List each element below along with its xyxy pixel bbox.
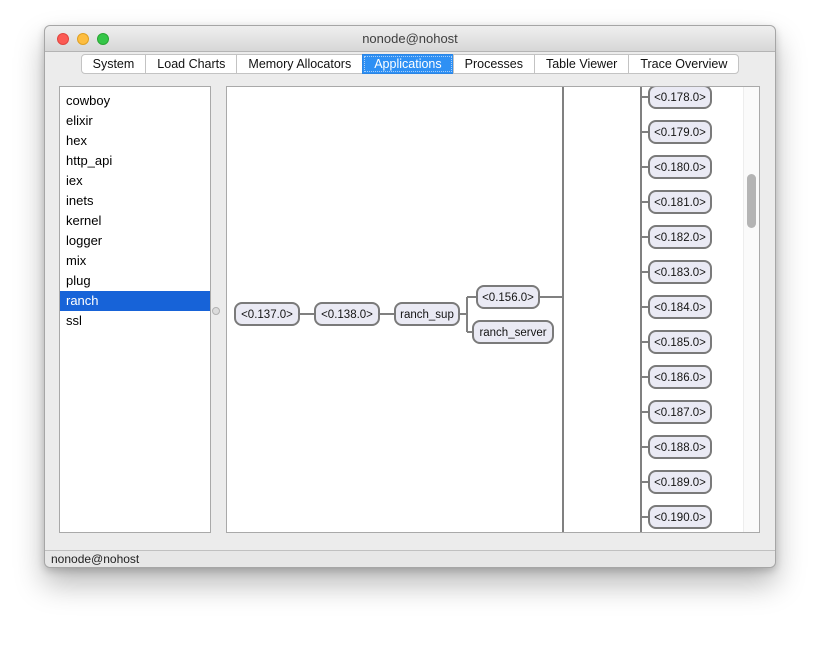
process-node-label: <0.186.0> bbox=[654, 372, 706, 384]
process-node-label: <0.183.0> bbox=[654, 267, 706, 279]
process-node-0.189.0[interactable]: <0.189.0> bbox=[648, 470, 712, 494]
process-node-label: <0.179.0> bbox=[654, 127, 706, 139]
process-node-0.190.0[interactable]: <0.190.0> bbox=[648, 505, 712, 529]
process-node-label: <0.190.0> bbox=[654, 512, 706, 524]
sidebar-item-kernel[interactable]: kernel bbox=[66, 213, 102, 228]
process-node-0.178.0[interactable]: <0.178.0> bbox=[648, 87, 712, 109]
sidebar-item-ssl[interactable]: ssl bbox=[66, 313, 82, 328]
process-node-box[interactable] bbox=[648, 295, 712, 319]
process-node-label: <0.137.0> bbox=[241, 309, 293, 321]
process-tree-panel: <0.178.0> <0.179.0> <0.180.0> <0.181.0> <0.1… bbox=[226, 86, 760, 533]
process-node-box[interactable] bbox=[476, 285, 540, 309]
sidebar-item-cowboy[interactable]: cowboy bbox=[66, 93, 111, 108]
process-node-label: <0.189.0> bbox=[654, 477, 706, 489]
sidebar-item-mix[interactable]: mix bbox=[66, 253, 87, 268]
supervision-tree-canvas: <0.178.0> <0.179.0> <0.180.0> <0.181.0> <0.1… bbox=[234, 87, 712, 532]
sidebar-item-plug[interactable]: plug bbox=[66, 273, 91, 288]
process-node-box[interactable] bbox=[648, 260, 712, 284]
process-node-label: ranch_server bbox=[479, 327, 546, 339]
process-node-box[interactable] bbox=[648, 225, 712, 249]
status-bar: nonode@nohost bbox=[45, 550, 775, 567]
process-node-label: <0.156.0> bbox=[482, 292, 534, 304]
process-node-label: ranch_sup bbox=[400, 309, 454, 321]
process-node-0.182.0[interactable]: <0.182.0> bbox=[648, 225, 712, 249]
process-node-0.180.0[interactable]: <0.180.0> bbox=[648, 155, 712, 179]
process-node-0.181.0[interactable]: <0.181.0> bbox=[648, 190, 712, 214]
process-node-box[interactable] bbox=[648, 330, 712, 354]
process-node-label: <0.138.0> bbox=[321, 309, 373, 321]
process-node-box[interactable] bbox=[648, 400, 712, 424]
process-node-box[interactable] bbox=[234, 302, 300, 326]
sidebar-item-hex[interactable]: hex bbox=[66, 133, 87, 148]
process-node-box[interactable] bbox=[648, 120, 712, 144]
process-node-label: <0.180.0> bbox=[654, 162, 706, 174]
process-node-0.156.0[interactable]: <0.156.0> bbox=[476, 285, 540, 309]
scrollbar-track[interactable] bbox=[743, 87, 759, 532]
process-node-0.185.0[interactable]: <0.185.0> bbox=[648, 330, 712, 354]
process-node-0.183.0[interactable]: <0.183.0> bbox=[648, 260, 712, 284]
tab-table-viewer[interactable]: Table Viewer bbox=[533, 54, 630, 74]
zoom-button[interactable] bbox=[97, 33, 109, 45]
process-node-label: <0.187.0> bbox=[654, 407, 706, 419]
process-node-box[interactable] bbox=[648, 505, 712, 529]
tab-processes[interactable]: Processes bbox=[452, 54, 535, 74]
window-title: nonode@nohost bbox=[362, 31, 458, 46]
tab-load-charts[interactable]: Load Charts bbox=[145, 54, 238, 74]
titlebar[interactable]: nonode@nohost bbox=[45, 26, 775, 52]
process-node-0.188.0[interactable]: <0.188.0> bbox=[648, 435, 712, 459]
process-node-box[interactable] bbox=[648, 87, 712, 109]
process-node-0.179.0[interactable]: <0.179.0> bbox=[648, 120, 712, 144]
traffic-lights bbox=[57, 33, 109, 45]
process-node-label: <0.178.0> bbox=[654, 92, 706, 104]
process-node-box[interactable] bbox=[648, 470, 712, 494]
process-node-box[interactable] bbox=[314, 302, 380, 326]
tab-memory-allocators[interactable]: Memory Allocators bbox=[236, 54, 364, 74]
process-node-0.184.0[interactable]: <0.184.0> bbox=[648, 295, 712, 319]
process-node-0.187.0[interactable]: <0.187.0> bbox=[648, 400, 712, 424]
tab-applications[interactable]: Applications bbox=[362, 54, 454, 74]
sidebar-item-http_api[interactable]: http_api bbox=[66, 153, 113, 168]
sidebar-item-logger[interactable]: logger bbox=[66, 233, 103, 248]
close-button[interactable] bbox=[57, 33, 69, 45]
sidebar-item-elixir[interactable]: elixir bbox=[66, 113, 93, 128]
tab-system[interactable]: System bbox=[80, 54, 147, 74]
process-node-box[interactable] bbox=[648, 435, 712, 459]
process-node-label: <0.188.0> bbox=[654, 442, 706, 454]
process-node-label: <0.185.0> bbox=[654, 337, 706, 349]
process-node-box[interactable] bbox=[472, 320, 554, 344]
process-node-ranch_server[interactable]: ranch_server bbox=[472, 320, 554, 344]
process-node-label: <0.181.0> bbox=[654, 197, 706, 209]
status-text: nonode@nohost bbox=[51, 552, 140, 566]
process-node-0.137.0[interactable]: <0.137.0> bbox=[234, 302, 300, 326]
process-node-0.138.0[interactable]: <0.138.0> bbox=[314, 302, 380, 326]
process-node-label: <0.184.0> bbox=[654, 302, 706, 314]
scrollbar-thumb[interactable] bbox=[747, 174, 756, 228]
process-node-box[interactable] bbox=[394, 302, 460, 326]
sidebar-item-iex[interactable]: iex bbox=[66, 173, 83, 188]
sidebar-item-inets[interactable]: inets bbox=[66, 193, 94, 208]
tab-trace-overview[interactable]: Trace Overview bbox=[628, 54, 740, 74]
process-node-box[interactable] bbox=[648, 190, 712, 214]
process-node-label: <0.182.0> bbox=[654, 232, 706, 244]
splitter-handle[interactable] bbox=[212, 307, 220, 315]
process-node-0.186.0[interactable]: <0.186.0> bbox=[648, 365, 712, 389]
process-node-box[interactable] bbox=[648, 365, 712, 389]
minimize-button[interactable] bbox=[77, 33, 89, 45]
sidebar-item-ranch[interactable]: ranch bbox=[60, 291, 210, 311]
process-node-ranch_sup[interactable]: ranch_sup bbox=[394, 302, 460, 326]
process-node-box[interactable] bbox=[648, 155, 712, 179]
